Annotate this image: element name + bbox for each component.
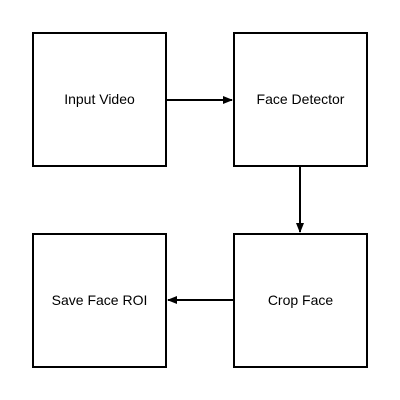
- node-face-detector: Face Detector: [233, 32, 368, 167]
- node-label-crop-face: Crop Face: [267, 292, 334, 309]
- node-label-face-detector: Face Detector: [256, 91, 345, 108]
- node-label-save-face-roi: Save Face ROI: [51, 292, 148, 309]
- node-input-video: Input Video: [32, 32, 167, 167]
- node-crop-face: Crop Face: [233, 233, 368, 368]
- node-save-face-roi: Save Face ROI: [32, 233, 167, 368]
- node-label-input-video: Input Video: [64, 91, 135, 108]
